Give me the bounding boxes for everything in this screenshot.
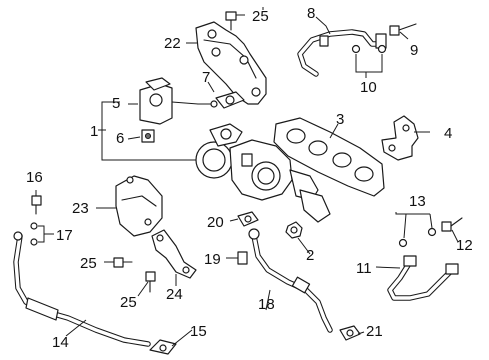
part-17-washers (30, 222, 38, 246)
part-5-actuator (139, 77, 218, 125)
callout-25-mid: 25 (80, 255, 97, 272)
callout-24: 24 (166, 286, 183, 303)
part-3-manifold-gasket (273, 117, 385, 197)
callout-5: 5 (112, 95, 120, 112)
part-15-gasket (149, 339, 177, 355)
part-10-washers (351, 44, 387, 54)
callout-16: 16 (26, 169, 43, 186)
part-6-fitting (141, 129, 155, 143)
part-9-bolt (389, 23, 417, 36)
part-20-gasket (237, 211, 259, 227)
part-1-turbocharger (195, 123, 331, 223)
part-12-bolt (441, 217, 463, 232)
part-14-oil-pipe (13, 231, 151, 347)
part-11-water-pipe (387, 255, 459, 301)
callout-10: 10 (360, 79, 377, 96)
callout-9: 9 (410, 42, 418, 59)
part-21-gasket (339, 325, 361, 341)
part-23-heat-shield (115, 175, 163, 237)
callout-25-top: 25 (252, 8, 269, 25)
callout-14: 14 (52, 334, 69, 351)
callout-15: 15 (190, 323, 207, 340)
part-19-fitting (237, 251, 248, 265)
part-18-oil-feed-pipe (248, 228, 333, 333)
callout-3: 3 (336, 111, 344, 128)
part-24-bracket (151, 229, 197, 279)
callout-6: 6 (116, 130, 124, 147)
callout-23: 23 (72, 200, 89, 217)
part-25-bolt-mid (113, 257, 133, 268)
callout-13: 13 (409, 193, 426, 210)
part-4-bracket (381, 115, 419, 161)
callout-1: 1 (90, 123, 98, 140)
callout-12: 12 (456, 237, 473, 254)
callout-21: 21 (366, 323, 383, 340)
callout-8: 8 (307, 5, 315, 22)
callout-22: 22 (164, 35, 181, 52)
callout-4: 4 (444, 125, 452, 142)
part-22-heat-shield (195, 21, 267, 105)
leader-lines (35, 7, 459, 347)
callouts: 1 2 3 4 5 6 7 8 9 10 11 12 13 14 15 16 1… (26, 5, 473, 351)
part-7-gasket (215, 91, 245, 109)
callout-19: 19 (204, 251, 221, 268)
callout-20: 20 (207, 214, 224, 231)
callout-2: 2 (306, 247, 314, 264)
callout-18: 18 (258, 296, 275, 313)
callout-11: 11 (356, 260, 372, 277)
part-13-washers (398, 227, 437, 248)
part-2-nut (285, 221, 303, 239)
part-8-upper-pipe (297, 29, 387, 77)
callout-25-low: 25 (120, 294, 137, 311)
callout-7: 7 (202, 69, 210, 86)
part-16-bolt (31, 195, 42, 215)
part-25-bolt-low (145, 271, 156, 293)
callout-17: 17 (56, 227, 73, 244)
part-25-bolt-top (225, 11, 237, 31)
